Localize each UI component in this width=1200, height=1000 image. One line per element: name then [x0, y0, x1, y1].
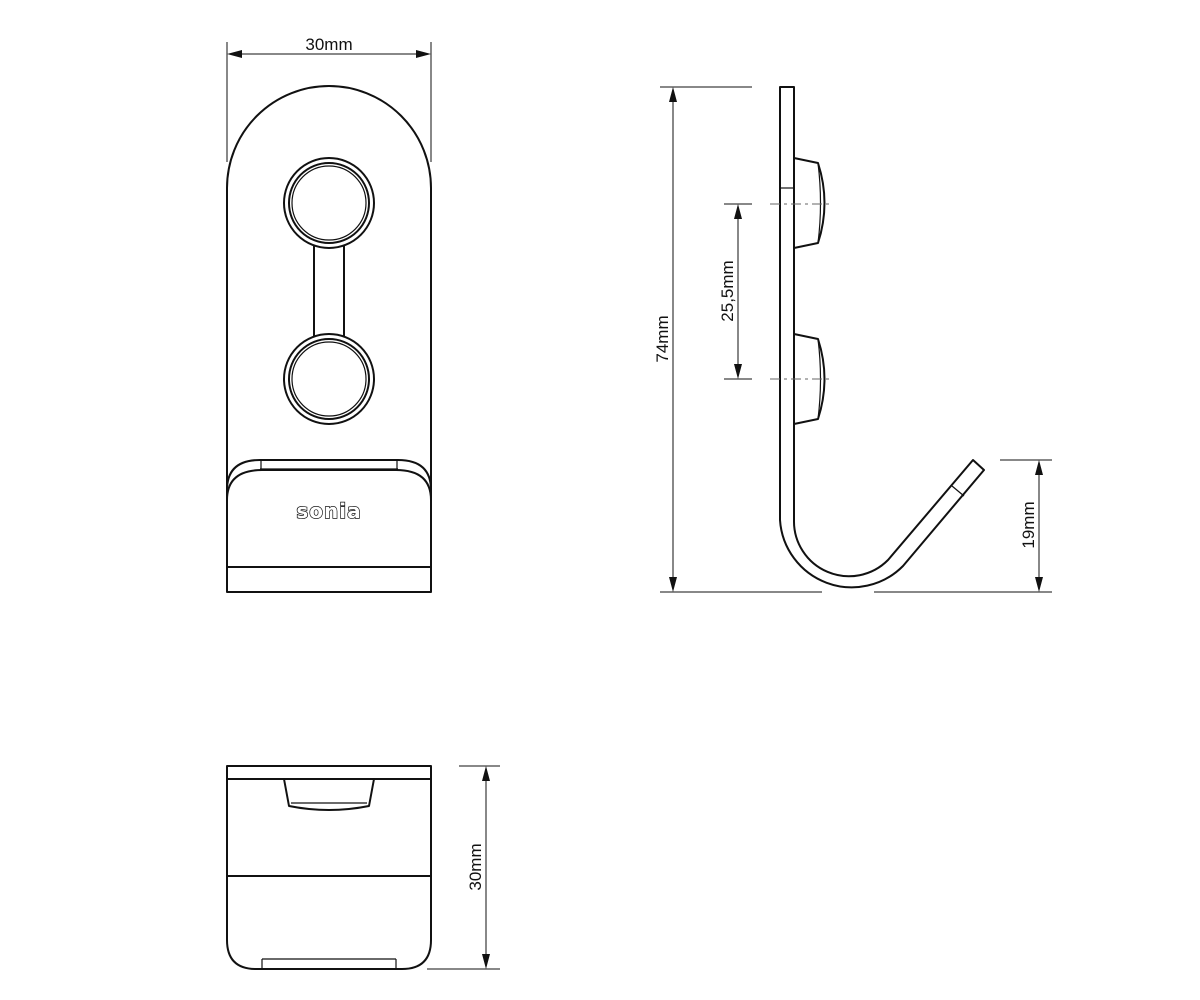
hook-height-label: 19mm — [1019, 501, 1038, 548]
bottom-cap — [283, 778, 375, 811]
spacing-arrow-bottom — [734, 364, 742, 379]
spacing-arrow-top — [734, 204, 742, 219]
front-width-arrow-left — [227, 50, 242, 58]
bottom-view-outline — [226, 765, 432, 970]
depth-arrow-bottom — [482, 954, 490, 969]
height-label: 74mm — [653, 315, 672, 362]
depth-label: 30mm — [466, 843, 485, 890]
height-arrow-bottom — [669, 577, 677, 592]
hook-height-arrow-bottom — [1035, 577, 1043, 592]
lower-hole-outer — [283, 333, 375, 425]
front-view-outline — [226, 85, 432, 593]
hook-tip-back — [226, 459, 432, 493]
upper-hole-inner — [288, 162, 370, 244]
bottom-view: 30mm — [226, 765, 500, 970]
front-width-arrow-right — [416, 50, 431, 58]
front-width-label: 30mm — [305, 35, 352, 54]
hook-tip-face — [951, 485, 965, 497]
upper-hole-outer — [283, 157, 375, 249]
hook-profile — [779, 86, 985, 589]
hook-height-arrow-top — [1035, 460, 1043, 475]
depth-arrow-top — [482, 766, 490, 781]
lower-hole-edge — [291, 341, 367, 417]
height-arrow-top — [669, 87, 677, 102]
side-view: 74mm 25,5mm 19mm — [653, 86, 1052, 593]
hook-tip-front — [226, 469, 432, 501]
upper-hole-edge — [291, 165, 367, 241]
front-view: sonia 30mm — [226, 35, 432, 593]
lower-hole-inner — [288, 338, 370, 420]
brand-logo: sonia — [296, 499, 361, 523]
spacing-label: 25,5mm — [718, 260, 737, 321]
upper-bump-inner — [817, 162, 822, 244]
